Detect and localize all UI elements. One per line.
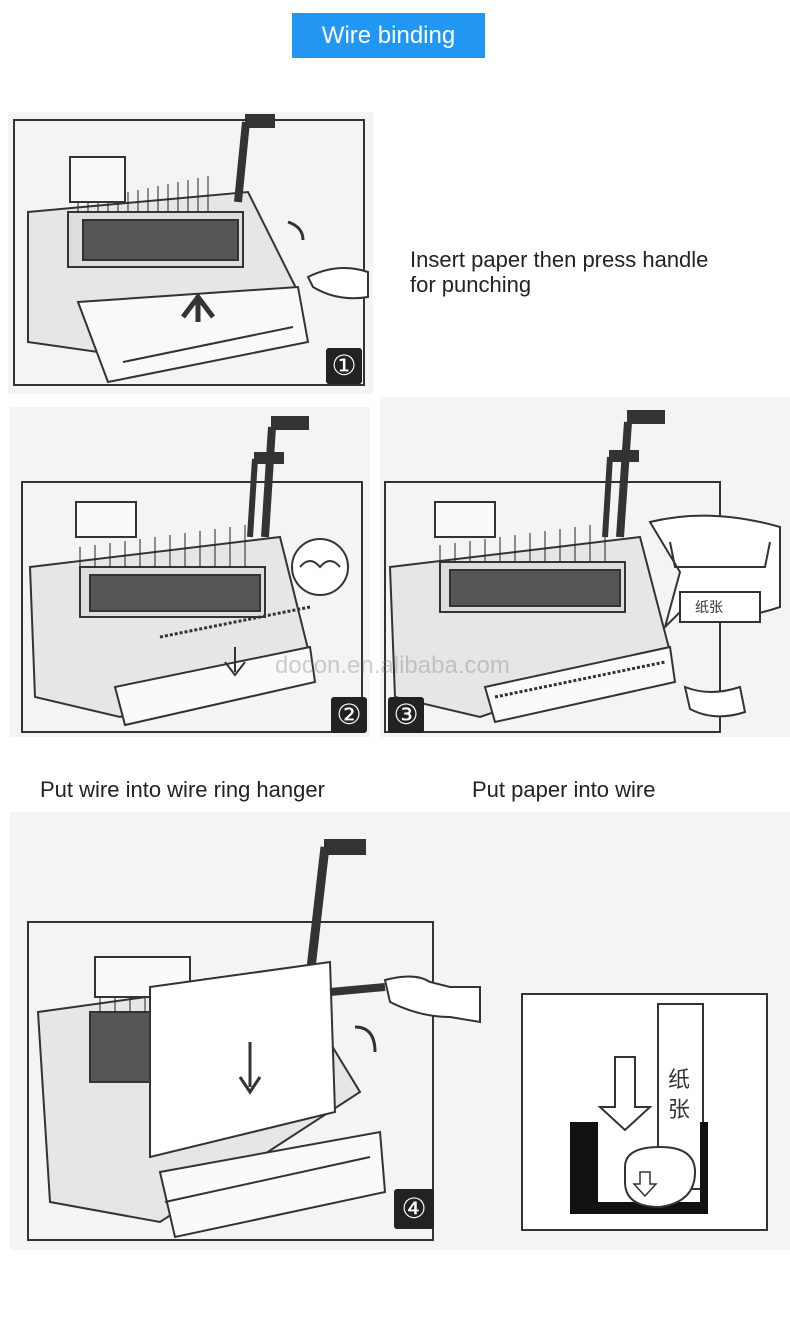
step-badge-2: ② xyxy=(331,697,367,733)
page-title: Wire binding xyxy=(292,13,485,58)
step2-caption: Put wire into wire ring hanger xyxy=(40,777,325,802)
watermark: docon.en.alibaba.com xyxy=(275,652,510,679)
paper-label-cn-2: 张 xyxy=(668,1098,691,1123)
step-badge-4: ④ xyxy=(394,1189,434,1229)
step2-illustration: ② xyxy=(10,407,370,737)
step3-illustration: 纸张 ④ ③ xyxy=(380,397,790,737)
step3-caption: Put paper into wire xyxy=(472,777,656,802)
step-badge-3: ④ ③ xyxy=(388,697,424,733)
paper-label-cn-step3: 纸张 xyxy=(695,600,723,616)
paper-label-cn-1: 纸 xyxy=(668,1068,691,1093)
step1-caption: Insert paper then press handle for punch… xyxy=(410,247,709,297)
step-badge-1: ① xyxy=(326,348,362,384)
step4-illustration: 纸 张 ④ xyxy=(10,812,790,1250)
step1-illustration: ① xyxy=(8,112,373,394)
